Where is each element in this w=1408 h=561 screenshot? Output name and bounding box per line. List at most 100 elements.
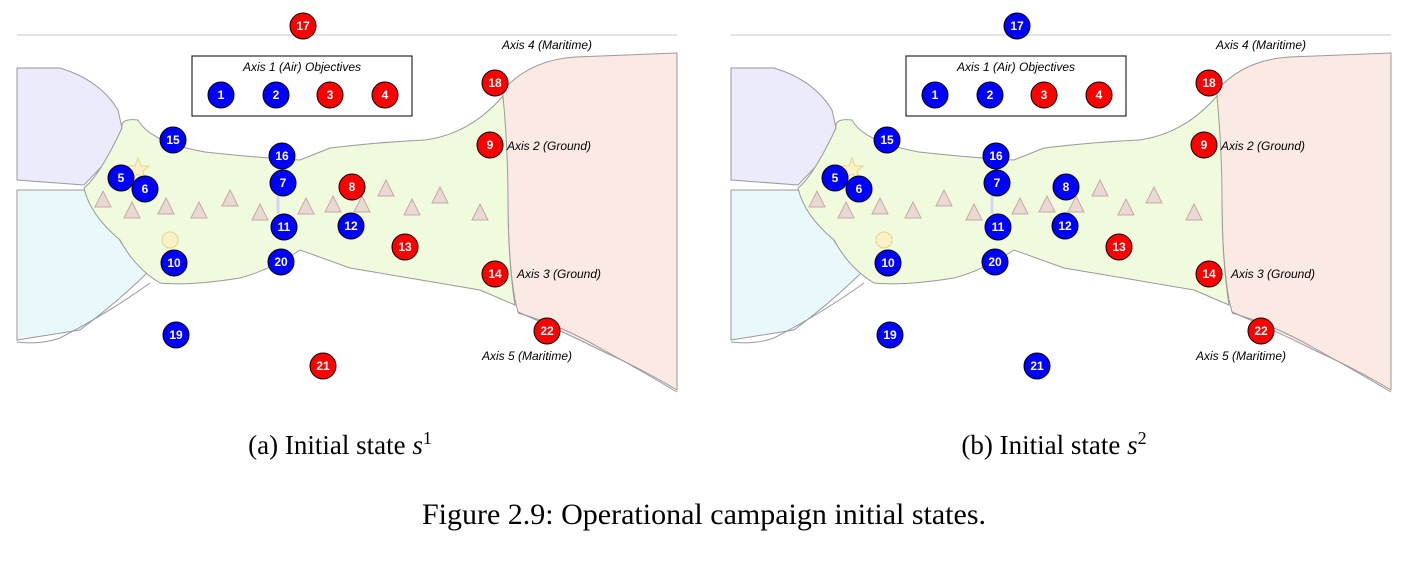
unit-21[interactable]: 21 [1023, 352, 1051, 380]
unit-6[interactable]: 6 [131, 175, 159, 203]
svg-text:9: 9 [1201, 138, 1208, 152]
legend-objective-2: 2 [976, 81, 1004, 109]
svg-text:22: 22 [1254, 324, 1268, 338]
unit-9[interactable]: 9 [1190, 131, 1218, 159]
svg-text:7: 7 [994, 176, 1001, 190]
svg-text:15: 15 [880, 133, 894, 147]
svg-text:2: 2 [987, 88, 994, 102]
lower-coastline [16, 282, 151, 344]
svg-text:16: 16 [989, 149, 1003, 163]
unit-11[interactable]: 11 [270, 213, 298, 241]
city-marker-icon [875, 231, 893, 249]
legend-objective-1: 1 [921, 81, 949, 109]
axis4-label: Axis 4 (Maritime) [1215, 38, 1306, 52]
unit-5[interactable]: 5 [821, 164, 849, 192]
caption-symbol: s [1127, 430, 1138, 460]
unit-6[interactable]: 6 [845, 175, 873, 203]
svg-text:17: 17 [1010, 19, 1024, 33]
axis5-label: Axis 5 (Maritime) [1195, 349, 1286, 363]
unit-7[interactable]: 7 [983, 169, 1011, 197]
unit-17[interactable]: 17 [1003, 12, 1031, 40]
svg-text:21: 21 [316, 359, 330, 373]
unit-10[interactable]: 10 [160, 249, 188, 277]
svg-text:14: 14 [1202, 267, 1216, 281]
campaign-map: Axis 1 (Air) Objectives 1 2 3 4 Axis 4 (… [730, 12, 1392, 393]
legend-title: Axis 1 (Air) Objectives [242, 60, 361, 74]
city-marker-icon [161, 231, 179, 249]
unit-19[interactable]: 19 [162, 321, 190, 349]
svg-text:3: 3 [1041, 88, 1048, 102]
svg-text:16: 16 [275, 149, 289, 163]
svg-text:9: 9 [487, 138, 494, 152]
east-land-region [502, 52, 678, 391]
axis5-label: Axis 5 (Maritime) [481, 349, 572, 363]
legend-title: Axis 1 (Air) Objectives [956, 60, 1075, 74]
lower-coastline [730, 282, 865, 344]
svg-text:10: 10 [881, 256, 895, 270]
unit-11[interactable]: 11 [984, 213, 1012, 241]
unit-22[interactable]: 22 [533, 317, 561, 345]
svg-text:12: 12 [1058, 219, 1072, 233]
unit-15[interactable]: 15 [159, 126, 187, 154]
unit-9[interactable]: 9 [476, 131, 504, 159]
svg-text:18: 18 [488, 76, 502, 90]
unit-21[interactable]: 21 [309, 352, 337, 380]
unit-17[interactable]: 17 [289, 12, 317, 40]
svg-text:22: 22 [540, 324, 554, 338]
unit-markers: 5 6 7 8 9 10 11 12 13 14 15 16 17 18 19 … [821, 12, 1275, 380]
unit-20[interactable]: 20 [981, 248, 1009, 276]
unit-markers: 5 6 7 8 9 10 11 12 13 14 15 16 17 18 19 … [107, 12, 561, 380]
svg-text:18: 18 [1202, 76, 1216, 90]
svg-text:14: 14 [488, 267, 502, 281]
svg-text:4: 4 [1096, 88, 1103, 102]
legend-objectives: 1 2 3 4 [921, 81, 1113, 109]
unit-8[interactable]: 8 [338, 173, 366, 201]
svg-text:7: 7 [280, 176, 287, 190]
unit-16[interactable]: 16 [268, 142, 296, 170]
svg-text:2: 2 [273, 88, 280, 102]
unit-10[interactable]: 10 [874, 249, 902, 277]
caption-superscript: 2 [1137, 428, 1147, 448]
subfigure-caption-b: (b) Initial state s2 [714, 428, 1394, 461]
axis4-label: Axis 4 (Maritime) [501, 38, 592, 52]
svg-text:13: 13 [398, 240, 412, 254]
svg-text:4: 4 [382, 88, 389, 102]
unit-14[interactable]: 14 [481, 260, 509, 288]
figure-caption: Figure 2.9: Operational campaign initial… [421, 498, 987, 531]
svg-text:1: 1 [932, 88, 939, 102]
svg-text:15: 15 [166, 133, 180, 147]
svg-text:20: 20 [274, 255, 288, 269]
unit-22[interactable]: 22 [1247, 317, 1275, 345]
unit-15[interactable]: 15 [873, 126, 901, 154]
unit-7[interactable]: 7 [269, 169, 297, 197]
unit-14[interactable]: 14 [1195, 260, 1223, 288]
subfigure-caption-a: (a) Initial state s1 [0, 428, 680, 461]
unit-8[interactable]: 8 [1052, 173, 1080, 201]
svg-text:19: 19 [169, 328, 183, 342]
map-panel-b: Axis 1 (Air) Objectives 1 2 3 4 Axis 4 (… [714, 0, 1394, 460]
legend-objective-4: 4 [1085, 81, 1113, 109]
unit-13[interactable]: 13 [1105, 233, 1133, 261]
caption-text: (a) Initial state [248, 430, 413, 460]
unit-18[interactable]: 18 [1195, 69, 1223, 97]
legend-objectives: 1 2 3 4 [207, 81, 399, 109]
unit-20[interactable]: 20 [267, 248, 295, 276]
terrain-hill-icons [808, 178, 1203, 221]
unit-18[interactable]: 18 [481, 69, 509, 97]
caption-symbol: s [412, 430, 423, 460]
caption-superscript: 1 [422, 428, 432, 448]
unit-16[interactable]: 16 [982, 142, 1010, 170]
legend-objective-4: 4 [371, 81, 399, 109]
map-panel-a: Axis 1 (Air) Objectives 1 2 3 4 Axis 4 (… [0, 0, 680, 460]
unit-19[interactable]: 19 [876, 321, 904, 349]
svg-text:3: 3 [327, 88, 334, 102]
unit-5[interactable]: 5 [107, 164, 135, 192]
unit-13[interactable]: 13 [391, 233, 419, 261]
svg-text:8: 8 [1063, 180, 1070, 194]
svg-text:6: 6 [142, 182, 149, 196]
unit-12[interactable]: 12 [337, 212, 365, 240]
axis2-label: Axis 2 (Ground) [506, 139, 591, 153]
unit-12[interactable]: 12 [1051, 212, 1079, 240]
campaign-map: Axis 1 (Air) Objectives 1 2 3 4 Axis 4 (… [16, 12, 678, 393]
svg-text:11: 11 [992, 220, 1005, 234]
